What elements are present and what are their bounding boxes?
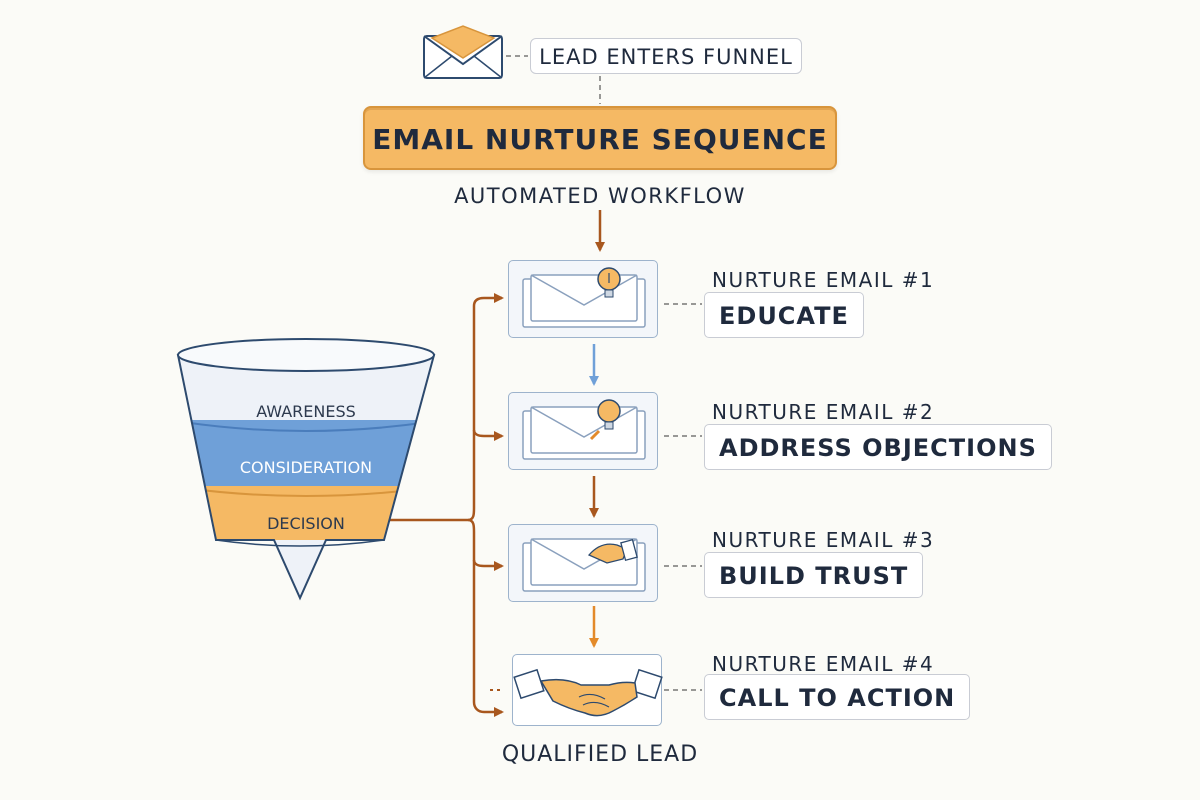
envelope-icon	[522, 538, 646, 592]
envelope-icon	[423, 25, 503, 79]
email-card-4	[512, 654, 663, 726]
email-subject-2: ADDRESS OBJECTIONS	[704, 424, 1052, 470]
funnel-label-decision: DECISION	[267, 514, 345, 533]
funnel-label-awareness: AWARENESS	[256, 402, 356, 421]
email-card-2	[508, 392, 658, 470]
funnel-branch-connector	[384, 293, 504, 717]
funnel-label-consideration: CONSIDERATION	[239, 458, 373, 477]
email-title-4: NURTURE EMAIL #4	[712, 652, 935, 676]
qualified-lead-label: QUALIFIED LEAD	[501, 742, 699, 767]
email-card-1	[508, 260, 658, 338]
email-title-2: NURTURE EMAIL #2	[712, 400, 935, 424]
lightbulb-icon	[597, 267, 621, 298]
email-title-3: NURTURE EMAIL #3	[712, 528, 935, 552]
funnel-rim	[177, 338, 435, 372]
email-title-1: NURTURE EMAIL #1	[712, 268, 935, 292]
email-card-3	[508, 524, 658, 602]
email-nurture-sequence-title: EMAIL NURTURE SEQUENCE	[363, 106, 837, 170]
lead-enters-funnel-label: LEAD ENTERS FUNNEL	[530, 38, 802, 74]
lightbulb-icon	[589, 399, 621, 441]
handshake-icon	[513, 668, 663, 717]
handshake-icon	[587, 538, 638, 564]
email-subject-1: EDUCATE	[704, 292, 864, 338]
email-subject-3: BUILD TRUST	[704, 552, 924, 598]
email-subject-4: CALL TO ACTION	[704, 674, 971, 720]
envelope-icon	[522, 267, 646, 328]
envelope-icon	[522, 399, 646, 460]
automated-workflow-label: AUTOMATED WORKFLOW	[454, 184, 746, 208]
